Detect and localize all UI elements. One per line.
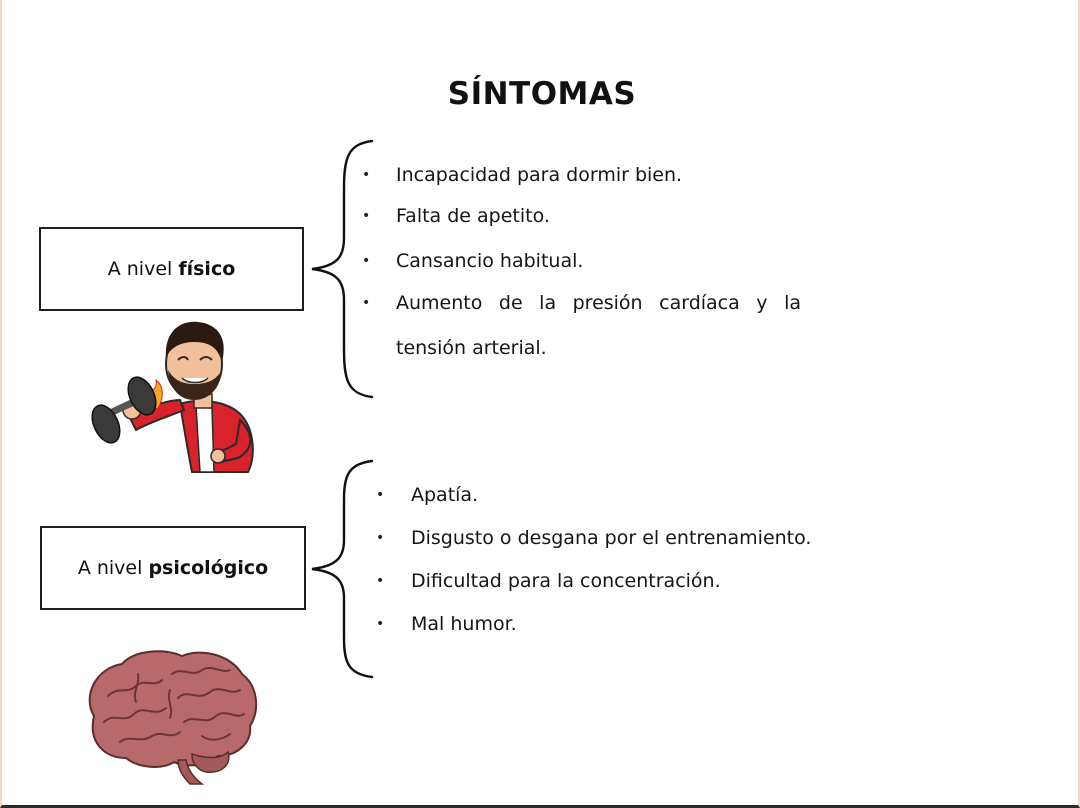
physical-level-box: A nivel físico: [39, 227, 304, 311]
psychological-item-1: Apatía.: [411, 484, 479, 506]
physical-item-3: Cansancio habitual.: [396, 250, 584, 272]
weightlifter-avatar-icon: [91, 321, 254, 473]
physical-item-1: Incapacidad para dormir bien.: [396, 164, 683, 186]
bullet: •: [362, 167, 371, 183]
physical-item-4-continued: tensión arterial.: [396, 337, 547, 359]
psychological-level-box: A nivel psicológico: [40, 526, 306, 610]
curly-brace-icon: [311, 459, 374, 679]
physical-label-prefix: A nivel: [107, 258, 179, 280]
bullet: •: [376, 616, 385, 632]
brain-icon: [88, 650, 258, 785]
physical-item-4: Aumento de la presión cardíaca y la: [396, 292, 801, 314]
curly-brace-icon: [311, 139, 374, 399]
psychological-item-4: Mal humor.: [411, 613, 517, 635]
bullet: •: [376, 530, 385, 546]
psychological-label-prefix: A nivel: [77, 557, 149, 579]
slide-title: SÍNTOMAS: [447, 76, 637, 112]
bullet: •: [376, 487, 385, 503]
bullet: •: [362, 253, 371, 269]
psychological-item-3: Dificultad para la concentración.: [411, 570, 721, 592]
bullet: •: [376, 573, 385, 589]
bullet: •: [362, 208, 371, 224]
physical-item-2: Falta de apetito.: [396, 205, 550, 227]
psychological-label-bold: psicológico: [148, 557, 269, 579]
physical-label-bold: físico: [178, 258, 236, 280]
bullet: •: [362, 295, 371, 311]
psychological-item-2: Disgusto o desgana por el entrenamiento.: [411, 527, 812, 549]
